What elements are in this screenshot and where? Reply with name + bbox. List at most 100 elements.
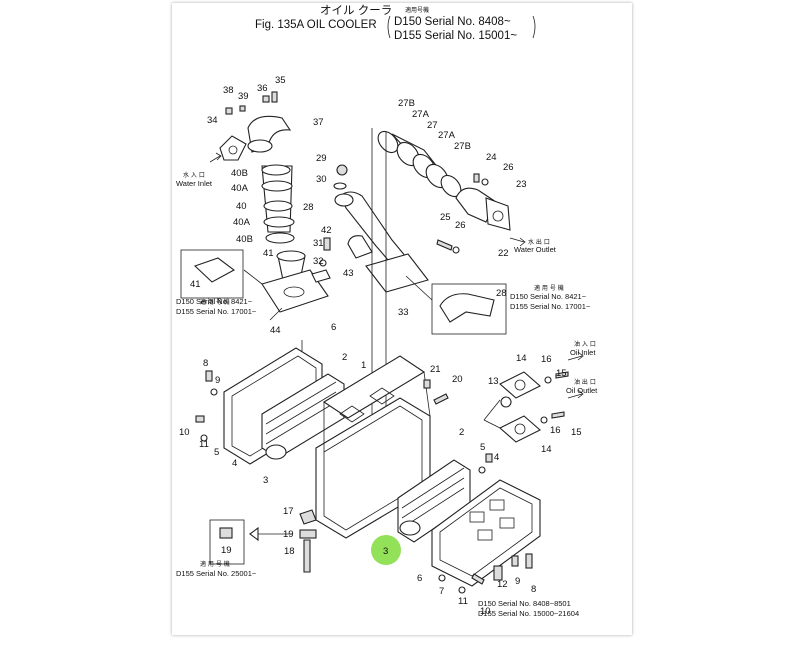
adapter-flange-hole — [283, 286, 305, 298]
part-label-41: 41 — [190, 279, 201, 290]
part-label-8: 8 — [203, 358, 208, 369]
part-number-labels: 35383936373440B40A4040A40B29302842313243… — [179, 75, 582, 617]
bolt-42 — [323, 237, 331, 251]
case-port-a — [339, 405, 365, 423]
part-label-26: 26 — [455, 220, 466, 231]
part-label-40b: 40B — [231, 168, 248, 179]
part-label-35: 35 — [275, 75, 286, 86]
part-label-9: 9 — [215, 375, 220, 386]
water-inlet-label: Water Inlet — [176, 179, 213, 188]
clamp-40b-bottom — [265, 232, 295, 244]
bottom-left-note: D155 Serial No. 25001~ — [176, 569, 257, 578]
title-japanese: オイル クーラ — [320, 4, 392, 17]
right-cooler-group: D150 Serial No. 8408~8501 D155 Serial No… — [397, 453, 579, 618]
oil-outlet-label: Oil Outlet — [566, 386, 598, 395]
part-label-19: 19 — [221, 545, 232, 556]
adapter-funnel-top — [276, 250, 306, 262]
part-label-20: 20 — [452, 374, 463, 385]
clamp-40b-top — [261, 164, 291, 176]
part-label-27b: 27B — [398, 98, 415, 109]
part-label-31: 31 — [313, 238, 324, 249]
bolt-10-right — [471, 573, 485, 585]
oil-port-assembly: 油 入 口 Oil Inlet 油 出 口 Oil Outlet — [483, 340, 598, 443]
water-outlet-assembly: 水 出 口 Water Outlet — [436, 173, 557, 254]
washer-16-top — [544, 376, 552, 384]
plug-29 — [336, 164, 348, 176]
title-serial-d150: D150 Serial No. 8408~ — [394, 16, 511, 28]
bolt-15-top — [555, 371, 569, 379]
oil-outlet-hole — [514, 423, 526, 435]
part-label-26: 26 — [503, 162, 514, 173]
bottom-right-note-d150: D150 Serial No. 8408~8501 — [478, 599, 571, 608]
part-label-33: 33 — [398, 307, 409, 318]
oil-outlet-arrowhead — [577, 389, 584, 399]
part-label-28: 28 — [496, 288, 507, 299]
part-label-30: 30 — [316, 174, 327, 185]
part-label-27: 27 — [427, 120, 438, 131]
oil-outlet-label-jp: 油 出 口 — [574, 378, 596, 386]
washer-11 — [200, 434, 208, 442]
case-edge-right — [423, 371, 431, 417]
part-label-42: 42 — [321, 225, 332, 236]
part-label-16: 16 — [541, 354, 552, 365]
title-bracket-right — [532, 15, 536, 39]
oil-inlet-hole — [514, 379, 526, 391]
water-outlet-arrow — [509, 237, 525, 243]
part-label-14: 14 — [516, 353, 527, 364]
highlight-label: 3 — [383, 546, 388, 557]
hose-40-ring — [263, 200, 293, 212]
water-inlet-arrow — [209, 155, 221, 163]
washer-16-bottom — [540, 416, 548, 424]
title-bracket-left — [387, 15, 391, 39]
bolt-8-right — [525, 553, 533, 569]
part-label-28: 28 — [303, 202, 314, 213]
part-label-11: 11 — [458, 596, 468, 607]
leader-44 — [269, 307, 283, 321]
inset-pipe — [439, 293, 495, 323]
washer-7 — [438, 574, 446, 582]
adapter-flange — [261, 269, 329, 313]
washer-30 — [333, 182, 347, 190]
elbow-pipe-28 — [339, 191, 411, 271]
part-label-14: 14 — [541, 444, 552, 455]
part-label-10: 10 — [179, 427, 190, 438]
inset-box-right: 適 用 号 機 D150 Serial No. 8421~ D155 Seria… — [405, 275, 591, 335]
part-label-12: 12 — [497, 579, 508, 590]
bottom-right-note-d155: D155 Serial No. 15000~21604 — [478, 609, 579, 618]
drain-cock-17 — [299, 509, 317, 525]
right-cover-window-a — [469, 511, 485, 523]
part-label-39: 39 — [238, 91, 249, 102]
right-cover-6 — [431, 479, 541, 587]
oil-inlet-flange-14 — [499, 371, 541, 399]
highlight-marker[interactable]: 3 — [371, 535, 401, 565]
part-label-7: 7 — [439, 586, 444, 597]
oil-leader-b — [483, 419, 501, 429]
water-inlet-assembly: 水 入 口 Water Inlet — [176, 91, 295, 244]
highlight-circle[interactable] — [371, 535, 401, 565]
washer-26-bottom — [452, 246, 460, 254]
part-label-32: 32 — [313, 256, 324, 267]
right-note-d150: D150 Serial No. 8421~ — [510, 292, 587, 301]
right-note-applic-jp: 適 用 号 機 — [534, 284, 564, 292]
part-label-43: 43 — [343, 268, 354, 279]
plug-19 — [299, 529, 317, 539]
part-label-40b: 40B — [236, 234, 253, 245]
drain-assembly: 適 用 号 機 D155 Serial No. 25001~ — [176, 509, 317, 578]
part-label-4: 4 — [232, 458, 237, 469]
part-label-1: 1 — [361, 360, 366, 371]
inlet-gasket — [219, 135, 247, 161]
part-label-9: 9 — [515, 576, 520, 587]
inset-gasket — [193, 257, 236, 283]
part-label-27b: 27B — [454, 141, 471, 152]
part-label-18: 18 — [284, 546, 295, 557]
left-element-fin-b — [265, 391, 337, 435]
left-note-d150: D150 Serial No. 8421~ — [176, 297, 253, 306]
figure-title: Fig. 135A OIL COOLER — [255, 19, 377, 31]
oil-inlet-arrow — [567, 355, 583, 361]
part-label-22: 22 — [498, 248, 509, 259]
washer-9 — [210, 388, 218, 396]
inset-leader — [243, 269, 263, 285]
part-label-5: 5 — [480, 442, 485, 453]
bolt-20 — [433, 393, 449, 405]
part-label-36: 36 — [257, 83, 268, 94]
